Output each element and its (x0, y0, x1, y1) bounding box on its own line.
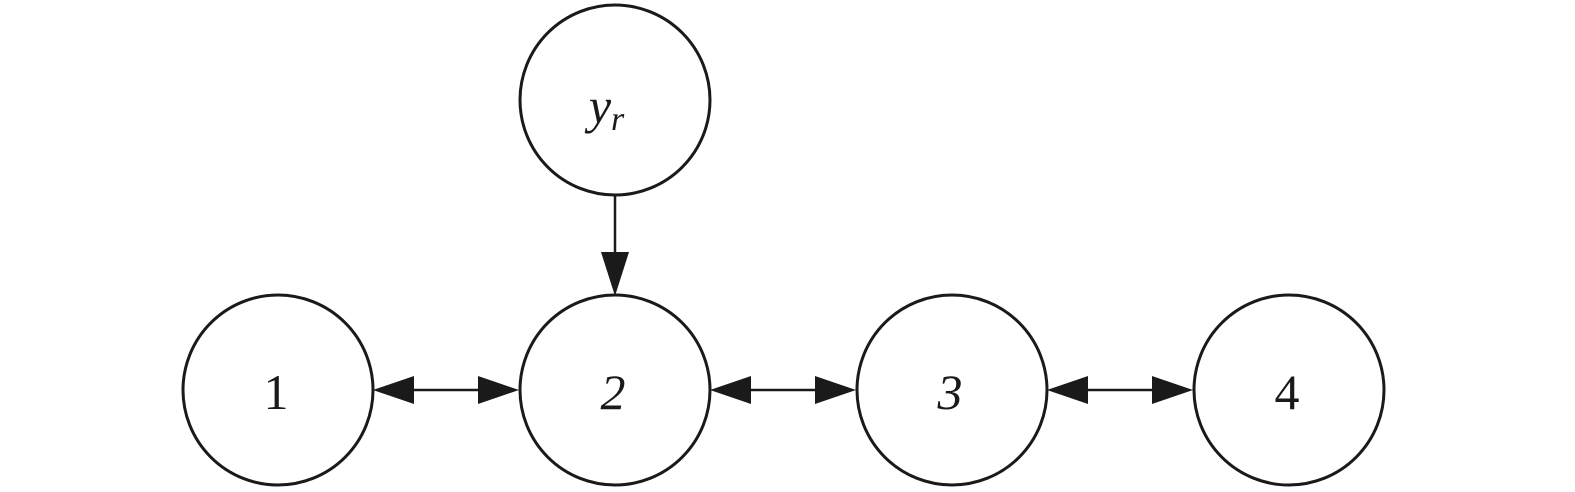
arrowhead-right-icon (815, 376, 856, 404)
node-1: 1 (181, 293, 375, 487)
edge-2-3 (710, 376, 856, 404)
arrowhead-left-icon (1047, 376, 1088, 404)
node-2-label: 2 (601, 364, 626, 420)
node-2: 2 (518, 293, 712, 487)
node-4-label: 4 (1275, 364, 1300, 420)
edge-yr-to-2 (601, 196, 629, 296)
arrowhead-left-icon (710, 376, 751, 404)
node-1-label: 1 (264, 364, 289, 420)
node-yr-subscript: r (611, 101, 625, 138)
node-3: 3 (855, 293, 1049, 487)
arrowhead-right-icon (478, 376, 519, 404)
node-yr-main-label: y (584, 78, 612, 134)
node-yr: y r (518, 3, 712, 197)
node-4: 4 (1192, 293, 1386, 487)
arrowhead-right-icon (1152, 376, 1193, 404)
arrowhead-down-icon (601, 252, 629, 296)
arrowhead-left-icon (373, 376, 414, 404)
node-3-label: 3 (937, 364, 963, 420)
edge-3-4 (1047, 376, 1193, 404)
edge-1-2 (373, 376, 519, 404)
node-yr-label: y (584, 78, 612, 134)
